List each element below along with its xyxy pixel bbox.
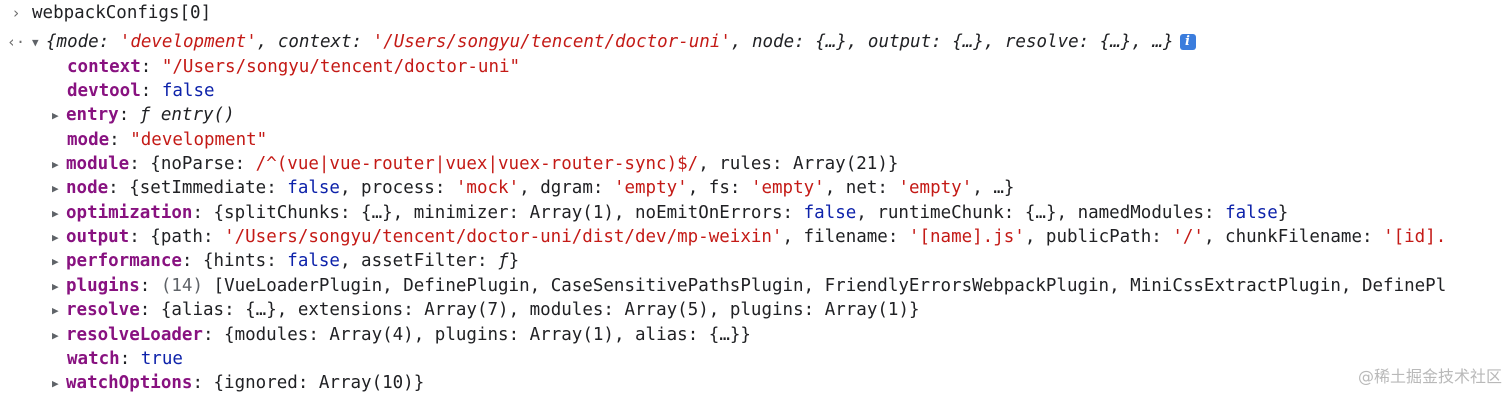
prop-key: optimization [66, 203, 193, 223]
collapsed-triangle-icon[interactable]: ▶ [52, 231, 59, 244]
result-arrow-icon: ‹· [6, 33, 26, 51]
function-icon: ƒ [139, 105, 151, 125]
collapsed-triangle-icon[interactable]: ▶ [52, 158, 59, 171]
prompt-chevron-icon: › [11, 4, 21, 22]
prop-key: resolve [66, 300, 140, 320]
console-result-row[interactable]: ‹· ▼{mode: 'development', context: '/Use… [0, 30, 1512, 54]
prop-key: output [66, 227, 130, 247]
prop-value: entry() [160, 105, 235, 125]
console-input-row[interactable]: › webpackConfigs[0] [0, 1, 1512, 25]
prop-key: watchOptions [66, 373, 193, 393]
prop-value: false [161, 81, 215, 101]
prop-key: entry [66, 105, 119, 125]
prop-row-context: context: "/Users/songyu/tencent/doctor-u… [67, 57, 521, 77]
object-summary[interactable]: ▼{mode: 'development', context: '/Users/… [32, 30, 1196, 54]
prop-row-optimization[interactable]: ▶optimization: {splitChunks: {…}, minimi… [0, 201, 1512, 225]
prop-value: "/Users/songyu/tencent/doctor-uni" [161, 57, 521, 77]
summary-key: node [751, 32, 795, 52]
summary-key: output [867, 32, 932, 52]
summary-value: {…} [952, 32, 984, 52]
prop-row-entry[interactable]: ▶entry: ƒ entry() [0, 103, 1512, 127]
console-input-text: webpackConfigs[0] [32, 3, 212, 23]
prop-row-resolve[interactable]: ▶resolve: {alias: {…}, extensions: Array… [0, 298, 1512, 322]
prop-key: resolveLoader [66, 325, 203, 345]
prop-key: context [67, 57, 141, 77]
prop-row-resolveloader[interactable]: ▶resolveLoader: {modules: Array(4), plug… [0, 323, 1512, 347]
collapsed-triangle-icon[interactable]: ▶ [52, 280, 59, 293]
prop-value: true [140, 349, 183, 369]
prop-key: node [66, 178, 109, 198]
summary-key: mode [56, 32, 99, 52]
prop-key: performance [66, 251, 182, 271]
prop-row-watch: watch: true [67, 349, 183, 369]
prop-row-devtool: devtool: false [67, 81, 215, 101]
collapsed-triangle-icon[interactable]: ▶ [52, 377, 59, 390]
prop-value: "development" [130, 130, 268, 150]
prop-key: devtool [67, 81, 141, 101]
prop-key: module [66, 154, 130, 174]
prop-row-module[interactable]: ▶module: {noParse: /^(vue|vue-router|vue… [0, 152, 1512, 176]
array-count: (14) [160, 276, 203, 296]
summary-value: {…} [815, 32, 847, 52]
summary-value: 'development' [119, 32, 257, 52]
prop-row-performance[interactable]: ▶performance: {hints: false, assetFilter… [0, 249, 1512, 273]
prop-row-node[interactable]: ▶node: {setImmediate: false, process: 'm… [0, 176, 1512, 200]
collapsed-triangle-icon[interactable]: ▶ [52, 255, 59, 268]
prop-key: watch [67, 349, 120, 369]
summary-value: '/Users/songyu/tencent/doctor-uni' [372, 32, 731, 52]
info-icon[interactable]: i [1179, 34, 1196, 50]
prop-row-plugins[interactable]: ▶plugins: (14) [VueLoaderPlugin, DefineP… [0, 274, 1512, 298]
prop-row-watchoptions[interactable]: ▶watchOptions: {ignored: Array(10)} [0, 371, 1512, 395]
collapsed-triangle-icon[interactable]: ▶ [52, 329, 59, 342]
function-icon: ƒ [498, 251, 509, 271]
watermark-text: @稀土掘金技术社区 [1357, 367, 1502, 386]
collapsed-triangle-icon[interactable]: ▶ [52, 109, 59, 122]
prop-key: mode [67, 130, 110, 150]
collapsed-triangle-icon[interactable]: ▶ [52, 304, 59, 317]
prop-value: [VueLoaderPlugin, DefinePlugin, CaseSens… [213, 276, 1447, 296]
prop-key: plugins [66, 276, 140, 296]
collapsed-triangle-icon[interactable]: ▶ [52, 207, 59, 220]
summary-key: resolve [1004, 32, 1079, 52]
summary-key: context [277, 32, 352, 52]
prop-row-mode: mode: "development" [67, 130, 268, 150]
summary-value: {…} [1099, 32, 1132, 52]
prop-row-output[interactable]: ▶output: {path: '/Users/songyu/tencent/d… [0, 225, 1512, 249]
expanded-triangle-icon[interactable]: ▼ [32, 36, 39, 49]
collapsed-triangle-icon[interactable]: ▶ [52, 182, 59, 195]
